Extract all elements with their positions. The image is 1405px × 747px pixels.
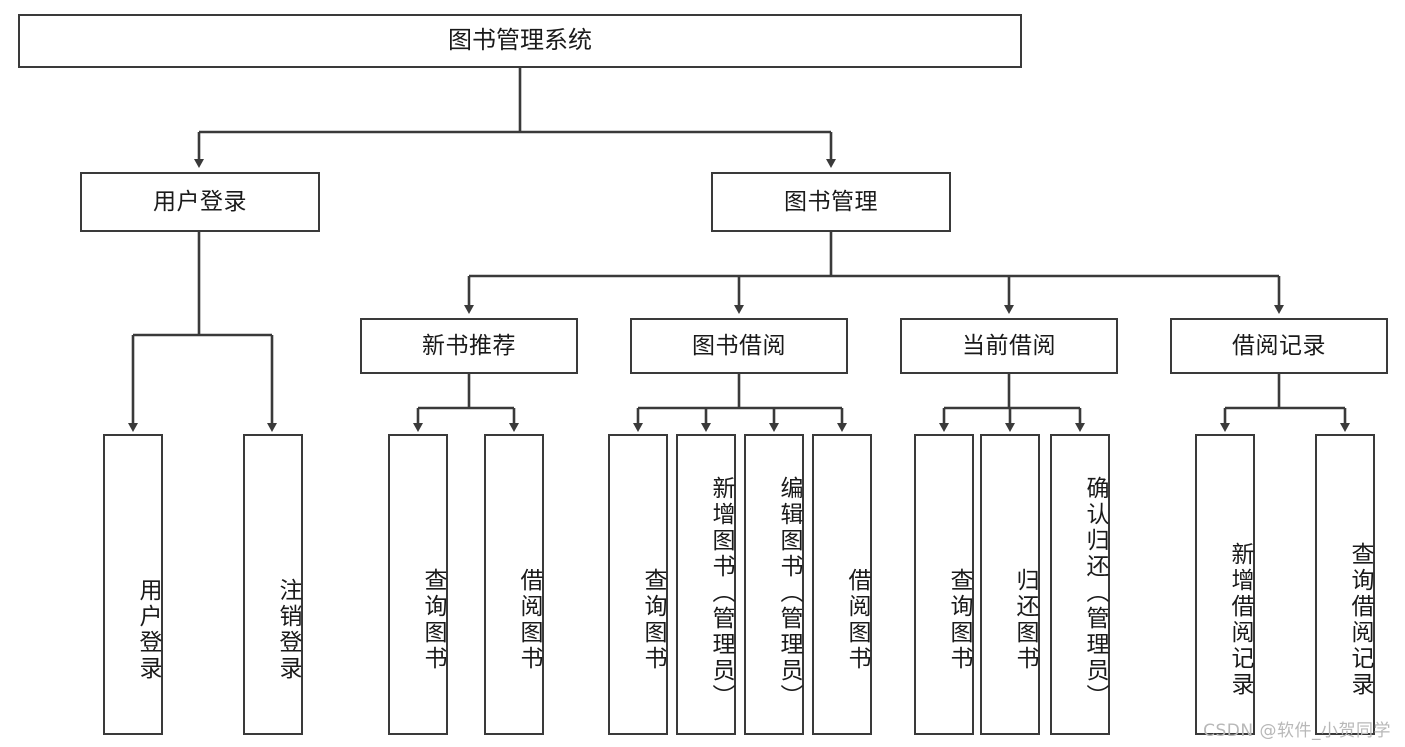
node-user-login[interactable]: 用户登录 <box>80 172 320 232</box>
node-new-book-recommend[interactable]: 新书推荐 <box>360 318 578 374</box>
leaf-add-book[interactable]: 新增图书（管理员） <box>676 434 736 735</box>
node-current-borrow[interactable]: 当前借阅 <box>900 318 1118 374</box>
leaf-query-book-2-label: 查询图书 <box>640 567 666 672</box>
leaf-add-book-label: 新增图书（管理员） <box>708 475 734 710</box>
leaf-edit-book[interactable]: 编辑图书（管理员） <box>744 434 804 735</box>
leaf-logout-login[interactable]: 注销登录 <box>243 434 303 735</box>
leaf-user-login[interactable]: 用户登录 <box>103 434 163 735</box>
leaf-query-book-3-label: 查询图书 <box>946 567 972 672</box>
leaf-edit-book-label: 编辑图书（管理员） <box>776 475 802 710</box>
leaf-return-book-label: 归还图书 <box>1012 567 1038 672</box>
node-book-borrow-label: 图书借阅 <box>692 332 786 359</box>
node-book-management[interactable]: 图书管理 <box>711 172 951 232</box>
leaf-query-book-1[interactable]: 查询图书 <box>388 434 448 735</box>
leaf-query-record[interactable]: 查询借阅记录 <box>1315 434 1375 735</box>
leaf-confirm-return[interactable]: 确认归还（管理员） <box>1050 434 1110 735</box>
leaf-borrow-book-1-label: 借阅图书 <box>516 567 542 672</box>
watermark-text: CSDN @软件_小贺同学 <box>1203 721 1391 741</box>
leaf-query-book-2[interactable]: 查询图书 <box>608 434 668 735</box>
leaf-borrow-book-2[interactable]: 借阅图书 <box>812 434 872 735</box>
leaf-add-record[interactable]: 新增借阅记录 <box>1195 434 1255 735</box>
leaf-logout-login-label: 注销登录 <box>275 577 301 682</box>
node-new-book-recommend-label: 新书推荐 <box>422 332 516 359</box>
leaf-confirm-return-label: 确认归还（管理员） <box>1082 475 1108 710</box>
leaf-return-book[interactable]: 归还图书 <box>980 434 1040 735</box>
node-borrow-record[interactable]: 借阅记录 <box>1170 318 1388 374</box>
node-current-borrow-label: 当前借阅 <box>962 332 1056 359</box>
node-borrow-record-label: 借阅记录 <box>1232 332 1326 359</box>
leaf-query-book-3[interactable]: 查询图书 <box>914 434 974 735</box>
leaf-borrow-book-1[interactable]: 借阅图书 <box>484 434 544 735</box>
leaf-user-login-label: 用户登录 <box>135 577 161 682</box>
leaf-query-record-label: 查询借阅记录 <box>1347 541 1373 698</box>
node-user-login-label: 用户登录 <box>153 188 247 215</box>
node-root-system[interactable]: 图书管理系统 <box>18 14 1022 68</box>
leaf-query-book-1-label: 查询图书 <box>420 567 446 672</box>
node-root-label: 图书管理系统 <box>448 26 592 55</box>
leaf-add-record-label: 新增借阅记录 <box>1227 541 1253 698</box>
node-book-borrow[interactable]: 图书借阅 <box>630 318 848 374</box>
node-book-management-label: 图书管理 <box>784 188 878 215</box>
leaf-borrow-book-2-label: 借阅图书 <box>844 567 870 672</box>
